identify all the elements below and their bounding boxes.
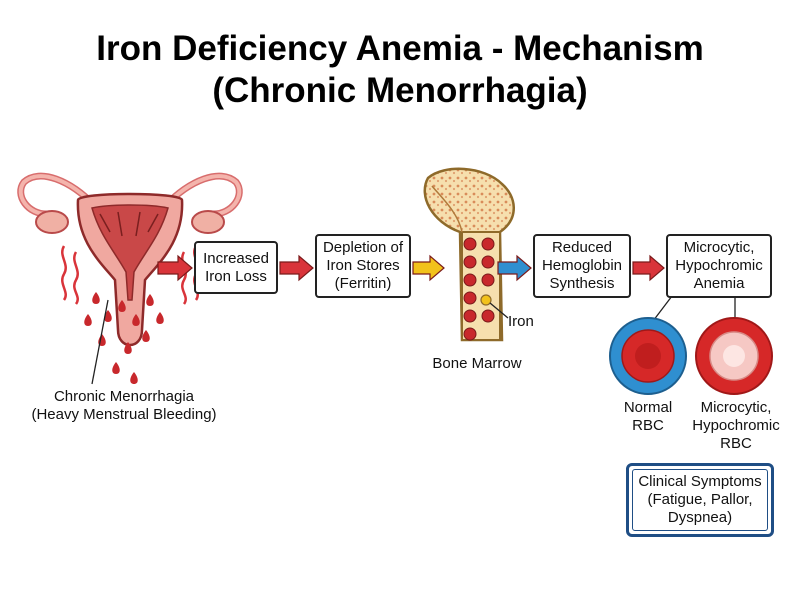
blood-drop: [130, 372, 138, 384]
uterus-illustration: [17, 172, 243, 347]
uterus-label-line-2: (Heavy Menstrual Bleeding): [31, 406, 217, 423]
title-line-2: (Chronic Menorrhagia): [212, 71, 588, 110]
step-3-line-1: Reduced: [551, 239, 613, 256]
marrow-red-cell: [481, 309, 495, 323]
uterus-label-line-1: Chronic Menorrhagia: [53, 388, 195, 405]
step-1-line-2: Iron Loss: [205, 267, 267, 285]
uterus-label: Chronic Menorrhagia (Heavy Menstrual Ble…: [14, 388, 234, 424]
marrow-red-cells: [463, 237, 495, 341]
diagram-title: Iron Deficiency Anemia - Mechanism (Chro…: [0, 28, 800, 112]
arrow-iron-loss-to-depletion: [279, 254, 314, 282]
abnormal-rbc-label-line-3: RBC: [720, 435, 752, 452]
step-4-line-3: Anemia: [693, 275, 745, 292]
bone-marrow-label: Bone Marrow: [432, 355, 522, 372]
iron-label: Iron: [508, 313, 534, 330]
step-reduced-hemoglobin-synthesis: Reduced Hemoglobin Synthesis: [533, 234, 631, 298]
marrow-red-cell: [481, 237, 495, 251]
arrow-hemoglobin-to-anemia: [632, 254, 665, 282]
marrow-red-cell: [481, 273, 495, 287]
step-1-line-1: Increased: [203, 249, 269, 267]
step-3-line-3: Synthesis: [549, 275, 615, 292]
step-3-line-2: Hemoglobin: [541, 257, 623, 274]
arrow-bone-marrow-to-hemoglobin: [497, 254, 532, 282]
blood-drop: [142, 330, 150, 342]
right-ovary: [191, 210, 225, 234]
uterus-pointer-line: [91, 299, 109, 385]
left-ovary: [35, 210, 69, 234]
title-line-1: Iron Deficiency Anemia - Mechanism: [96, 29, 704, 68]
step-2-line-1: Depletion of: [322, 239, 404, 256]
normal-rbc: [609, 317, 687, 395]
abnormal-rbc-label-line-1: Microcytic,: [700, 399, 772, 416]
blood-drop: [84, 314, 92, 326]
blood-drop: [118, 300, 126, 312]
clinical-symptoms-box: Clinical Symptoms (Fatigue, Pallor, Dysp…: [626, 463, 774, 537]
marrow-red-cell: [481, 255, 495, 269]
flow-arrows: [157, 254, 665, 282]
step-increased-iron-loss: Increased Iron Loss: [194, 241, 278, 294]
marrow-red-cell: [463, 327, 477, 341]
normal-rbc-label-line-2: RBC: [632, 417, 664, 434]
marrow-red-cell: [463, 273, 477, 287]
step-4-line-2: Hypochromic: [675, 257, 763, 274]
iron-pointer-line: [489, 302, 509, 319]
step-2-line-2: Iron Stores: [326, 257, 400, 274]
blood-drop: [124, 342, 132, 354]
iron-particle: [480, 294, 492, 306]
blood-drop: [92, 292, 100, 304]
marrow-red-cell: [463, 237, 477, 251]
abnormal-rbc-label: Microcytic, Hypochromic RBC: [684, 399, 788, 453]
marrow-red-cell: [463, 255, 477, 269]
step-4-line-1: Microcytic,: [683, 239, 755, 256]
blood-drop: [146, 294, 154, 306]
blood-drop: [112, 362, 120, 374]
step-2-line-3: (Ferritin): [334, 275, 392, 292]
marrow-red-cell: [463, 291, 477, 305]
symptoms-line-3: Dyspnea): [667, 509, 733, 526]
blood-drop: [156, 312, 164, 324]
normal-rbc-label: Normal RBC: [608, 399, 688, 435]
microcytic-hypochromic-rbc: [695, 317, 773, 395]
step-microcytic-anemia: Microcytic, Hypochromic Anemia: [666, 234, 772, 298]
arrow-uterus-to-iron-loss: [157, 254, 193, 282]
blood-drop: [132, 314, 140, 326]
normal-rbc-label-line-1: Normal: [623, 399, 673, 416]
blood-drops: [84, 292, 164, 384]
abnormal-rbc-label-line-2: Hypochromic: [692, 417, 780, 434]
arrow-depletion-to-bone-marrow: [412, 254, 445, 282]
step-depletion-iron-stores: Depletion of Iron Stores (Ferritin): [315, 234, 411, 298]
marrow-red-cell: [463, 309, 477, 323]
symptoms-line-2: (Fatigue, Pallor,: [647, 491, 753, 508]
clinical-symptoms-inner: Clinical Symptoms (Fatigue, Pallor, Dysp…: [632, 469, 768, 531]
symptoms-line-1: Clinical Symptoms: [638, 473, 762, 490]
